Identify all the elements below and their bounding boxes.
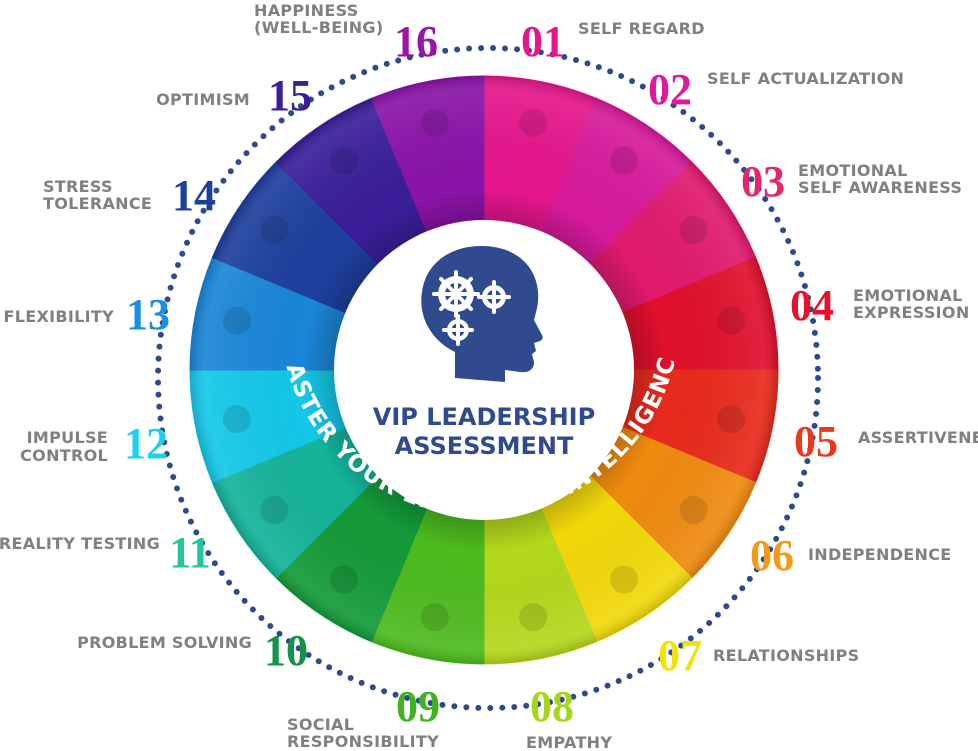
segment-label-03-line1: EMOTIONAL [798, 161, 908, 180]
segment-number-04: 04 [790, 281, 834, 330]
segment-label-15: OPTIMISM [156, 90, 250, 109]
segment-number-15: 15 [268, 71, 312, 120]
center-title-line2: ASSESSMENT [395, 432, 574, 460]
segment-number-07: 07 [658, 631, 702, 680]
center-title-line1: VIP LEADERSHIP [373, 403, 595, 431]
segment-label-02: SELF ACTUALIZATION [707, 69, 904, 88]
segment-number-11: 11 [169, 528, 211, 577]
segment-label-01: SELF REGARD [578, 19, 705, 38]
segment-number-01: 01 [521, 17, 565, 66]
segment-number-05: 05 [794, 417, 838, 466]
segment-label-16-line1: HAPPINESS [254, 1, 359, 20]
segment-label-14-line2: TOLERANCE [43, 194, 152, 213]
segment-label-11: REALITY TESTING [0, 534, 160, 553]
head-with-gears-icon [421, 245, 543, 382]
dotted-ring [155, 45, 821, 711]
segment-label-03-line2: SELF AWARENESS [798, 178, 962, 197]
segment-number-08: 08 [530, 682, 574, 731]
segment-number-16: 16 [394, 17, 438, 66]
segment-label-07: RELATIONSHIPS [713, 646, 859, 665]
segment-label-12-line1: IMPULSE [27, 428, 108, 447]
segment-label-10: PROBLEM SOLVING [77, 633, 252, 652]
segment-label-16-line2: (WELL-BEING) [254, 18, 383, 37]
segment-number-13: 13 [126, 290, 170, 339]
segment-number-02: 02 [648, 65, 692, 114]
segment-number-10: 10 [264, 626, 308, 675]
segment-label-06: INDEPENDENCE [808, 545, 951, 564]
segment-number-14: 14 [172, 171, 216, 220]
segment-number-12: 12 [124, 419, 168, 468]
segment-number-03: 03 [741, 157, 785, 206]
segment-number-09: 09 [396, 682, 440, 731]
segment-label-09-line1: SOCIAL [287, 715, 354, 734]
segment-label-05: ASSERTIVENESS [858, 428, 978, 447]
segment-label-12-line2: CONTROL [20, 446, 108, 465]
segment-label-04-line1: EMOTIONAL [853, 286, 963, 305]
segment-label-08: EMPATHY [526, 733, 612, 751]
segment-label-13: FLEXIBILITY [4, 307, 115, 326]
segment-number-06: 06 [750, 531, 794, 580]
segment-label-09-line2: RESPONSIBILITY [287, 732, 439, 751]
segment-label-14-line1: STRESS [43, 177, 113, 196]
segment-label-04-line2: EXPRESSION [853, 303, 970, 322]
